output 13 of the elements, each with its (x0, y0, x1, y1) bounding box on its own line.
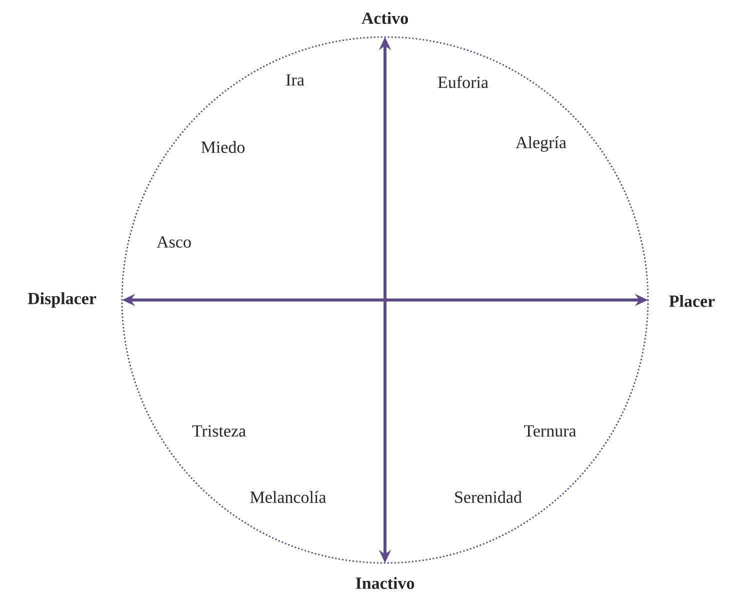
emotion-label: Melancolía (250, 491, 326, 503)
emotion-label: Ternura (524, 425, 576, 437)
axis-label: Displacer (28, 292, 96, 308)
emotion-label: Serenidad (455, 491, 522, 503)
emotion-label: Euforia (438, 76, 488, 88)
emotion-label: Alegría (516, 136, 566, 152)
emotion-label: Tristeza (192, 425, 246, 437)
axis-label: Inactivo (356, 577, 414, 589)
emotion-label: Asco (156, 236, 191, 248)
emotion-label: Ira (286, 74, 304, 86)
emotion-label: Miedo (201, 141, 245, 153)
axis-label: Placer (669, 295, 715, 307)
axis-label: Activo (362, 12, 408, 24)
